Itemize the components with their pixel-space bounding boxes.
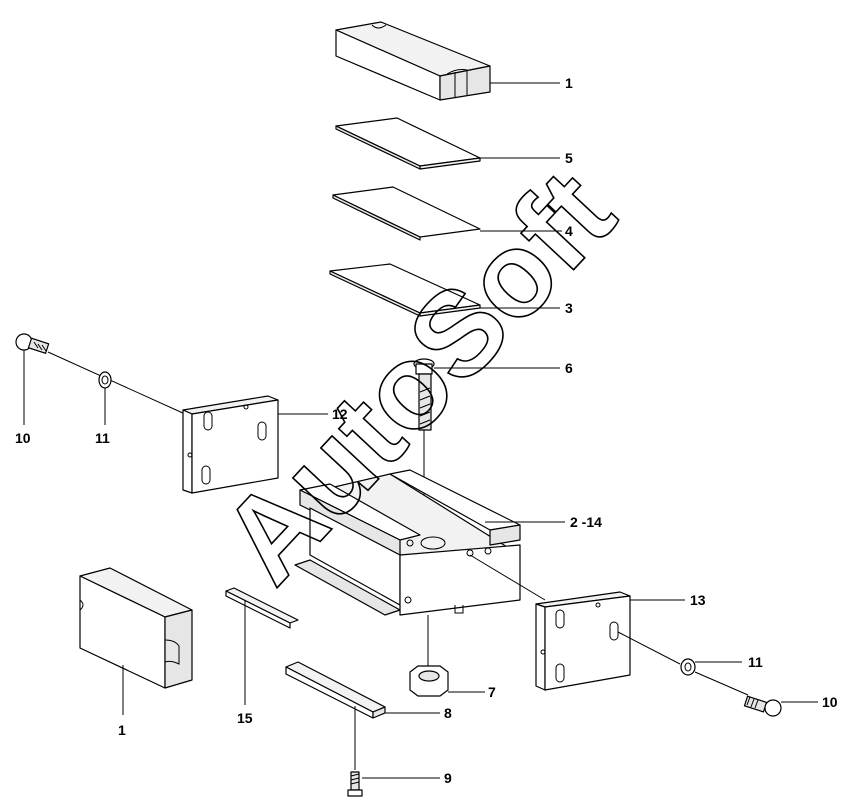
label-top-block: 1 [565,75,573,91]
label-shim-upper: 5 [565,150,573,166]
long-bar-part [285,661,440,770]
label-shim-middle: 4 [565,223,573,239]
shim-upper-part [335,117,560,170]
label-shim-lower: 3 [565,300,573,316]
right-washer-part [680,658,749,696]
left-bolt-part [15,333,186,425]
base-block-part [294,469,565,616]
label-right-bolt: 10 [822,694,838,710]
label-right-washer: 11 [748,654,763,670]
shim-middle-part [332,186,562,241]
label-short-bar: 15 [237,710,253,726]
label-right-plate: 13 [690,592,706,608]
right-bolt-part [743,695,818,717]
center-bolt-part [413,358,560,545]
label-base-block: 2 -14 [570,514,602,530]
label-nut: 7 [488,684,496,700]
label-bottom-screw: 9 [444,770,452,786]
label-left-bolt: 10 [15,430,31,446]
label-center-bolt: 6 [565,360,573,376]
bottom-screw-part [347,771,440,797]
bottom-block-part [79,567,193,715]
label-long-bar: 8 [444,705,452,721]
short-bar-part [225,587,299,705]
right-plate-part [535,591,685,691]
left-plate-part [182,395,328,494]
shim-lower-part [329,263,560,317]
nut-part [409,615,485,697]
label-left-plate: 12 [332,406,348,422]
label-left-washer: 11 [95,430,110,446]
label-bottom-block: 1 [118,722,126,738]
top-block-part [335,21,560,101]
left-washer-part [98,371,112,425]
